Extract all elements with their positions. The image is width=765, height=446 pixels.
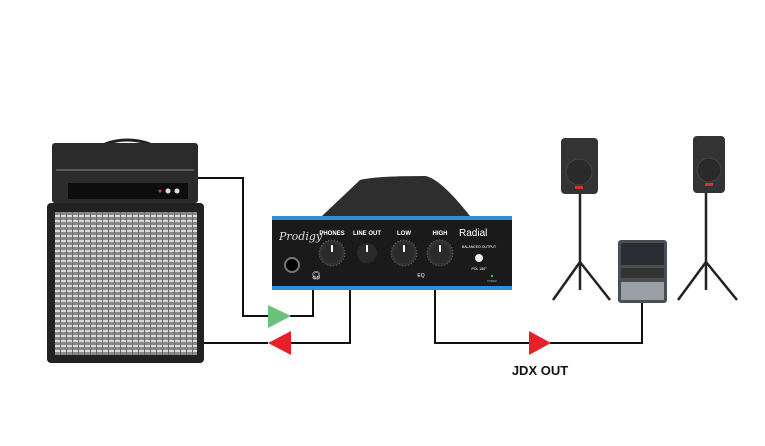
cable-jdx-out — [434, 290, 530, 344]
prodigy-di-box: Prodigy PHONES LINE OUT LOW HIGH 🎧︎ EQ R… — [272, 176, 512, 290]
line-out-knob: LINE OUT — [353, 231, 381, 263]
speaker-cabinet — [47, 203, 204, 363]
eq-label: EQ — [417, 273, 424, 279]
radial-logo: Radial — [459, 228, 487, 239]
svg-text:HIGH: HIGH — [433, 231, 448, 237]
pa-speaker-left — [551, 138, 611, 301]
svg-text:LOW: LOW — [397, 231, 411, 237]
svg-text:LINE OUT: LINE OUT — [353, 231, 381, 237]
pol-button — [475, 254, 483, 262]
green-arrow-icon — [268, 305, 291, 328]
red-arrow-left-icon — [268, 331, 291, 355]
phones-knob: PHONES — [318, 231, 346, 267]
cable-to-mixer — [550, 302, 643, 344]
red-arrow-right-icon — [529, 331, 551, 355]
pa-speaker-right — [676, 136, 738, 301]
balanced-output-label: BALANCED OUTPUT — [462, 245, 497, 249]
high-knob: HIGH — [426, 231, 454, 267]
svg-text:PHONES: PHONES — [319, 231, 344, 237]
pol-label: POL 180° — [471, 267, 487, 271]
prodigy-logo: Prodigy — [278, 230, 323, 243]
low-knob: LOW — [390, 231, 418, 267]
mixer — [618, 240, 667, 303]
cable-line-out — [290, 290, 351, 344]
jdx-out-label: JDX OUT — [512, 363, 568, 378]
power-label: POWER — [487, 280, 497, 283]
power-led — [490, 274, 494, 278]
cable-amp-to-prodigy-input — [198, 177, 268, 317]
input-jack — [284, 257, 300, 273]
phones-icon: 🎧︎ — [311, 271, 321, 280]
cable-thru — [290, 290, 314, 317]
amp-head — [52, 138, 198, 203]
cables — [198, 177, 643, 344]
